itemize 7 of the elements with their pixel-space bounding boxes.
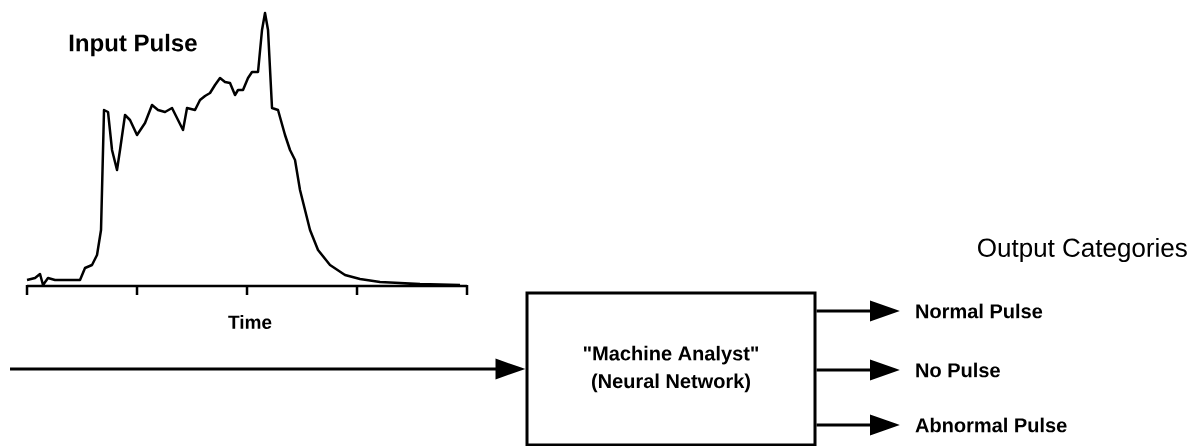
process-box: "Machine Analyst" (Neural Network) bbox=[525, 291, 817, 446]
heading: Output Categories bbox=[978, 237, 1187, 263]
output-label: No Pulse bbox=[916, 362, 1000, 378]
plot-title: Input Pulse bbox=[69, 33, 197, 57]
output-label: Abnormal Pulse bbox=[915, 417, 1067, 433]
axis-label: Time bbox=[228, 315, 272, 329]
output-label: Normal Pulse bbox=[916, 303, 1043, 319]
